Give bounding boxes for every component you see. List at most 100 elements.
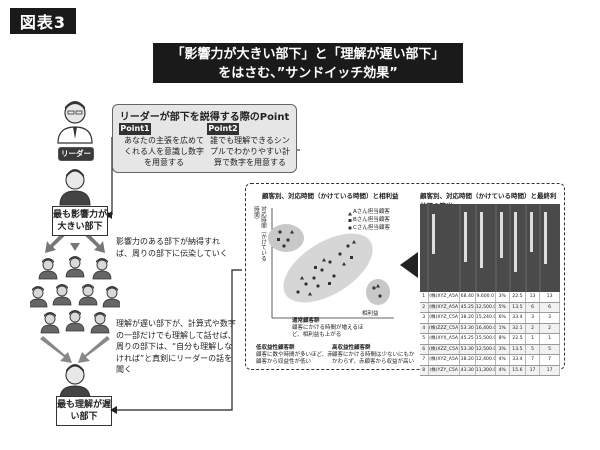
- high-profit-cluster: [366, 279, 390, 305]
- regular-cluster-note: 通常顧客群 顧客にかける時間が増えるほど、相利益も上がる: [292, 318, 372, 339]
- point2-text: 誰でも理解できるシンプルでわかりやすい計算で数字を用意する: [210, 136, 290, 167]
- table-cell-c1: 45.25: [460, 302, 476, 312]
- table-cell-c2: 11,300.0: [476, 365, 496, 375]
- title-line-2: をはさむ、”サンドイッチ効果”: [218, 66, 398, 81]
- table-cell-c1: 53.30: [460, 323, 476, 333]
- point1-label: Point1: [119, 123, 151, 135]
- table-cell-pct: 15.6: [510, 365, 526, 375]
- regular-title: 通常顧客群: [292, 318, 320, 324]
- point1-text: あなたの主張を広めてくれる人を意識し数字を用意する: [124, 136, 204, 167]
- table-cell-pct: 22.5: [510, 334, 526, 344]
- legend-a: Aさん担当顧客: [353, 209, 390, 215]
- table-cell-rank: 6: [526, 302, 541, 312]
- table-cell-pct: 33.4: [510, 355, 526, 365]
- people-illustration: [30, 101, 120, 400]
- table-cell-name: (株)XZZ_C5A: [429, 344, 460, 354]
- regular-text: 顧客にかける時間が増えるほど、相利益も上がる: [292, 325, 364, 338]
- table-cell-c2: 15,240.0: [476, 313, 496, 323]
- table-cell-pct: 22.5: [510, 292, 526, 302]
- table-cell-no: 2: [420, 302, 429, 312]
- figure-label: 図表3: [10, 8, 76, 34]
- scatter-chart: [268, 208, 394, 319]
- point2-label: Point2: [207, 123, 239, 135]
- table-cell-c1: 45.25: [460, 334, 476, 344]
- table-cell-mk: 3: [540, 313, 560, 323]
- slow-person-icon: [59, 364, 91, 400]
- table-cell-r: 3%: [496, 344, 510, 354]
- table-cell-r: 4%: [496, 365, 510, 375]
- legend-b: Bさん担当顧客: [353, 217, 390, 223]
- table-cell-c1: 43.30: [460, 365, 476, 375]
- table-cell-name: (株)YZY_C5A: [429, 365, 460, 375]
- table-cell-no: 7: [420, 355, 429, 365]
- low-text: 顧客に数や時間が多いほど、赤顧客から収益性が低い: [256, 352, 333, 365]
- table-cell-c2: 12,400.0: [476, 355, 496, 365]
- table-cell-c1: 38.20: [460, 355, 476, 365]
- table-cell-c2: 15,500.0: [476, 334, 496, 344]
- arrow-left-icon: [400, 252, 418, 278]
- table-cell-rank: 3: [526, 313, 541, 323]
- chart-title: 顧客別、対応時間（かけている時間）と相利益: [262, 192, 399, 200]
- table-cell-c1: 68.40: [460, 292, 476, 302]
- table-cell-rank: 1: [526, 334, 541, 344]
- table-cell-c1: 38.20: [460, 313, 476, 323]
- table-cell-no: 4: [420, 323, 429, 333]
- high-cluster-note: 高収益性顧客群 顧客にかける時間は少ないにもかかわらず、赤顧客から収益が高い: [332, 345, 416, 366]
- table-cell-c2: 9,600.0: [476, 292, 496, 302]
- table-cell-name: (株)XYZ_A5A: [429, 302, 460, 312]
- table-cell-r: 1%: [496, 323, 510, 333]
- chart-y-label: 対応時間（かけている時間）: [253, 206, 266, 261]
- influence-note: 影響力のある部下が納得すれば、周りの部下に伝染していく: [116, 237, 228, 258]
- table-cell-name: (株)XYX_A5A: [429, 334, 460, 344]
- leader-label: リーダー: [58, 147, 94, 161]
- low-title: 低収益性顧客群: [256, 345, 295, 351]
- table-cell-rank: 13: [526, 292, 541, 302]
- converge-arrows-icon: [40, 336, 110, 363]
- low-cluster-note: 低収益性顧客群 顧客に数や時間が多いほど、赤顧客から収益性が低い: [256, 345, 336, 366]
- table-cell-mk: 6: [540, 302, 560, 312]
- table-cell-c2: 12,500.0: [476, 344, 496, 354]
- table-cell-mk: 5: [540, 344, 560, 354]
- table-cell-c2: 12,500.0: [476, 302, 496, 312]
- table-cell-pct: 32.1: [510, 323, 526, 333]
- influential-label: 最も影響力が大きい部下: [52, 206, 108, 236]
- table-cell-r: 4%: [496, 355, 510, 365]
- table-cell-r: 6%: [496, 313, 510, 323]
- table-cell-no: 3: [420, 313, 429, 323]
- high-text: 顧客にかける時間は少ないにもかかわらず、赤顧客から収益が高い: [332, 352, 415, 365]
- slow-label: 最も理解が遅い部下: [56, 396, 112, 426]
- table-cell-mk: 2: [540, 323, 560, 333]
- table-cell-rank: 7: [526, 355, 541, 365]
- table-cell-rank: 2: [526, 323, 541, 333]
- table-cell-r: 8%: [496, 334, 510, 344]
- table-cell-c2: 16,400.0: [476, 323, 496, 333]
- legend-c: Cさん担当顧客: [353, 225, 390, 231]
- table-cell-r: 3%: [496, 292, 510, 302]
- table-cell-r: 5%: [496, 302, 510, 312]
- table-cell-pct: 33.4: [510, 313, 526, 323]
- diagram-title: 「影響力が大きい部下」と「理解が遅い部下」 をはさむ、”サンドイッチ効果”: [153, 43, 463, 83]
- table-cell-mk: 13: [540, 292, 560, 302]
- table-header: [420, 204, 560, 292]
- high-title: 高収益性顧客群: [332, 345, 371, 351]
- table-cell-name: (株)XYZ_A5A: [429, 292, 460, 302]
- understanding-note: 理解が遅い部下が、計算式や数字の一部だけでも理解して話せば、周りの部下は、“自分…: [116, 319, 236, 374]
- callout-title: リーダーが部下を説得する際のPoint: [119, 112, 290, 123]
- table-cell-no: 5: [420, 334, 429, 344]
- chart-legend: [348, 212, 352, 230]
- table-cell-mk: 17: [540, 365, 560, 375]
- title-line-1: 「影響力が大きい部下」と「理解が遅い部下」: [171, 47, 445, 62]
- table-cell-c1: 53.30: [460, 344, 476, 354]
- table-cell-no: 8: [420, 365, 429, 375]
- chart-x-label: 相利益: [362, 311, 379, 317]
- table-cell-rank: 17: [526, 365, 541, 375]
- table-cell-no: 6: [420, 344, 429, 354]
